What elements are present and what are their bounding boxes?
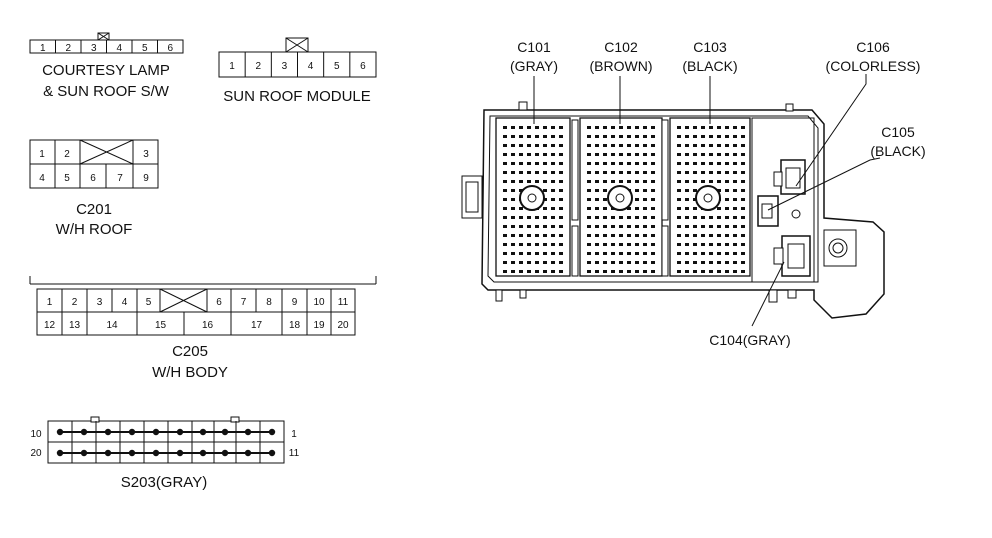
pin-label: 6 [216,297,222,308]
pin-label: 19 [313,320,325,331]
pin-label: 13 [69,320,81,331]
c106-name: C106 [856,39,890,55]
c101-color: (GRAY) [510,58,558,74]
courtesy-lamp-title-1: COURTESY LAMP [42,62,170,79]
pin-label: 8 [266,297,272,308]
pin-label: 1 [47,297,53,308]
junction-box [461,74,885,327]
pin-label: 2 [65,43,71,54]
key-marker [285,37,309,53]
c101-name: C101 [517,39,551,55]
pin-label: 3 [143,149,149,160]
pin-label: 6 [360,61,366,72]
c205-subtitle: W/H BODY [152,364,228,381]
c104-label: C104(GRAY) [709,332,790,348]
c201-subtitle: W/H ROOF [56,221,133,238]
pin-label: 3 [91,43,97,54]
sun-roof-module-connector: 1 2 3 4 5 6 SUN ROOF MODULE [218,37,377,105]
c103-color: (BLACK) [682,58,737,74]
c102-color: (BROWN) [590,58,653,74]
pin-label: 4 [308,61,314,72]
c103-name: C103 [693,39,727,55]
pin-label: 7 [241,297,247,308]
pin-label: 18 [289,320,301,331]
pin-label: 16 [202,320,214,331]
c102-name: C102 [604,39,638,55]
courtesy-lamp-connector: 1 2 3 4 5 6 COURTESY LAMP & SUN ROOF S/W [29,32,184,100]
pin-label: 3 [282,61,288,72]
pin-label: 2 [64,149,70,160]
s203-label: S203(GRAY) [121,474,207,491]
pin-label: 10 [30,429,42,440]
c105-name: C105 [881,124,915,140]
terminal-grid [503,126,745,273]
pin-label: 6 [90,173,96,184]
c205-name: C205 [172,343,208,360]
pin-label: 5 [142,43,148,54]
pin-label: 4 [116,43,122,54]
pin-label: 9 [292,297,298,308]
pin-label: 7 [117,173,123,184]
pin-label: 5 [64,173,70,184]
pin-label: 9 [143,173,149,184]
pin-label: 20 [30,448,42,459]
pin-label: 1 [39,149,45,160]
pin-label: 5 [334,61,340,72]
pin-label: 14 [106,320,118,331]
courtesy-lamp-title-2: & SUN ROOF S/W [43,83,170,100]
key-marker [97,32,110,41]
s203-connector: 10 20 1 11 S203(GRAY) [30,416,300,491]
c201-connector: 1 2 3 4 5 6 7 9 C201 W/H ROOF [29,139,159,238]
c105-color: (BLACK) [870,143,925,159]
pin-label: 2 [255,61,261,72]
pin-label: 17 [251,320,263,331]
pin-label: 11 [338,297,349,308]
pin-label: 15 [155,320,167,331]
pin-label: 1 [291,429,297,440]
pin-label: 11 [289,448,300,459]
pin-label: 3 [97,297,103,308]
pin-label: 20 [337,320,349,331]
c106-color: (COLORLESS) [826,58,921,74]
pin-label: 1 [229,61,235,72]
pin-label: 4 [122,297,128,308]
pin-label: 6 [167,43,173,54]
junction-box-bolts [519,185,721,211]
pin-label: 4 [39,173,45,184]
pin-label: 2 [72,297,78,308]
pin-label: 5 [146,297,152,308]
c201-name: C201 [76,201,112,218]
sun-roof-module-title: SUN ROOF MODULE [223,88,371,105]
pin-label: 10 [313,297,325,308]
pin-label: 1 [40,43,46,54]
pin-label: 12 [44,320,56,331]
